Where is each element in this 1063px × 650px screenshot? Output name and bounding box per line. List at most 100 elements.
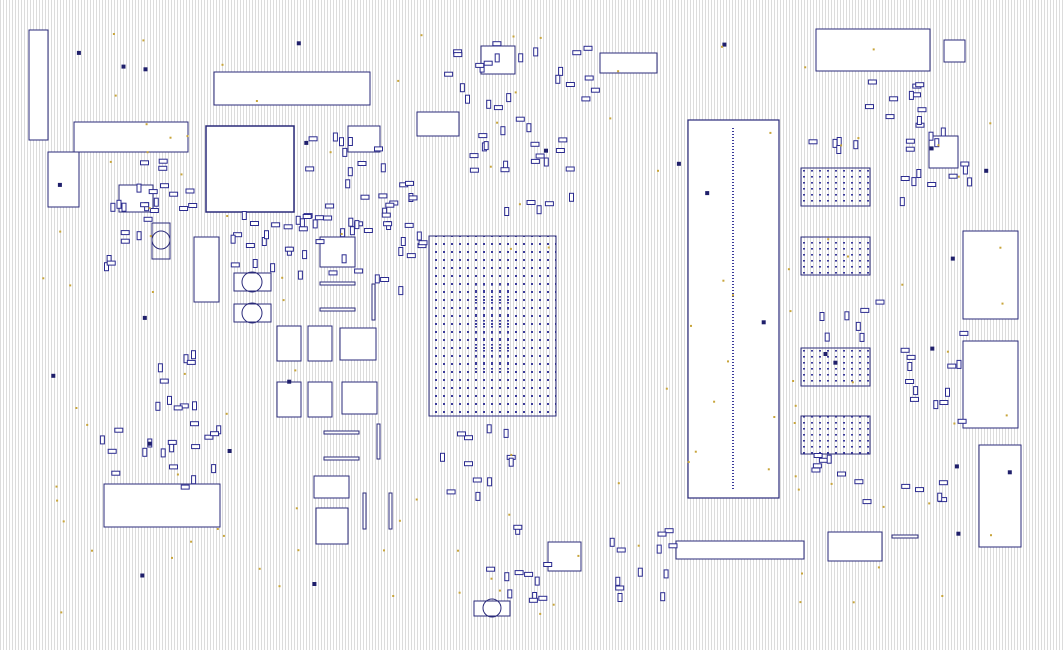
smd-part — [528, 597, 538, 603]
smd-part — [555, 74, 561, 84]
smd-part — [120, 230, 130, 236]
smd-part — [357, 161, 367, 166]
via — [91, 549, 93, 552]
via — [950, 256, 955, 261]
smd-part — [862, 499, 872, 505]
smd-part — [487, 477, 493, 487]
smd-part — [453, 52, 463, 58]
smd-part — [663, 569, 669, 579]
via — [59, 230, 62, 233]
via — [840, 144, 843, 147]
smd-part — [408, 195, 418, 201]
via — [221, 63, 224, 66]
via — [398, 519, 401, 522]
smd-part — [191, 350, 196, 360]
via — [146, 151, 149, 154]
smd-part — [191, 444, 201, 450]
smd-part — [660, 592, 666, 602]
via — [851, 381, 854, 384]
via — [713, 400, 716, 403]
via — [176, 473, 179, 476]
via — [732, 294, 734, 297]
via — [617, 70, 620, 73]
via — [833, 360, 838, 365]
via — [767, 468, 770, 471]
smd-part — [469, 153, 479, 159]
smd-part — [418, 240, 428, 246]
smd-part — [400, 237, 406, 246]
via — [769, 131, 772, 134]
via — [415, 498, 418, 501]
inductor-2 — [307, 325, 333, 362]
smd-part — [581, 96, 591, 102]
smd-part — [939, 400, 949, 405]
smd-part — [472, 477, 482, 483]
smd-part — [297, 270, 303, 280]
smd-part — [962, 165, 968, 175]
smd-part — [957, 418, 967, 424]
via — [186, 135, 189, 138]
smd-part — [99, 435, 105, 445]
smd-part — [140, 160, 149, 166]
smd-part — [889, 96, 899, 102]
connector-right-2 — [962, 340, 1019, 429]
slim-part-8 — [388, 492, 393, 530]
slim-part-4 — [323, 456, 360, 461]
via — [496, 121, 499, 124]
smd-part — [298, 226, 308, 232]
via — [397, 79, 400, 82]
smd-part — [808, 139, 818, 145]
smd-part — [188, 203, 198, 208]
smd-part — [938, 480, 948, 486]
via — [827, 238, 830, 241]
smd-part — [486, 99, 492, 109]
via — [823, 352, 828, 356]
via — [312, 582, 317, 586]
smd-part — [885, 114, 895, 120]
smd-part — [535, 153, 545, 159]
via — [957, 175, 960, 178]
via — [180, 173, 183, 176]
smd-part — [230, 262, 240, 268]
smd-part — [534, 576, 540, 586]
via — [990, 534, 992, 537]
smd-part — [325, 203, 335, 209]
smd-part — [140, 202, 150, 208]
smd-part — [900, 176, 910, 181]
smd-part — [110, 202, 116, 212]
smd-part — [464, 435, 473, 441]
smd-part — [875, 299, 885, 305]
smd-part — [536, 205, 542, 215]
slim-part-2 — [319, 307, 356, 312]
smd-part — [111, 470, 121, 476]
chip-right-mid — [928, 135, 959, 169]
smd-part — [836, 145, 842, 154]
smd-part — [933, 400, 939, 410]
smd-part — [106, 260, 116, 266]
via — [282, 299, 285, 302]
via — [804, 66, 807, 69]
connector-left-box — [47, 151, 80, 208]
via — [190, 540, 193, 543]
smd-part — [855, 321, 861, 331]
smd-part — [533, 47, 539, 57]
via — [508, 513, 511, 516]
via — [793, 422, 796, 424]
smd-part — [348, 217, 354, 227]
via — [62, 520, 65, 523]
smd-part — [526, 123, 532, 133]
smd-part — [901, 483, 911, 489]
smd-part — [960, 161, 970, 167]
smd-components — [99, 41, 973, 603]
smd-part — [657, 531, 667, 537]
smd-part — [934, 138, 940, 148]
smd-part — [514, 570, 524, 576]
smd-part — [469, 167, 479, 173]
square-chip-top-right — [943, 39, 966, 63]
via — [498, 589, 501, 592]
smd-part — [179, 206, 189, 211]
smd-part — [616, 547, 626, 553]
smd-part — [440, 452, 445, 462]
smd-part — [299, 218, 305, 228]
via — [953, 422, 956, 425]
